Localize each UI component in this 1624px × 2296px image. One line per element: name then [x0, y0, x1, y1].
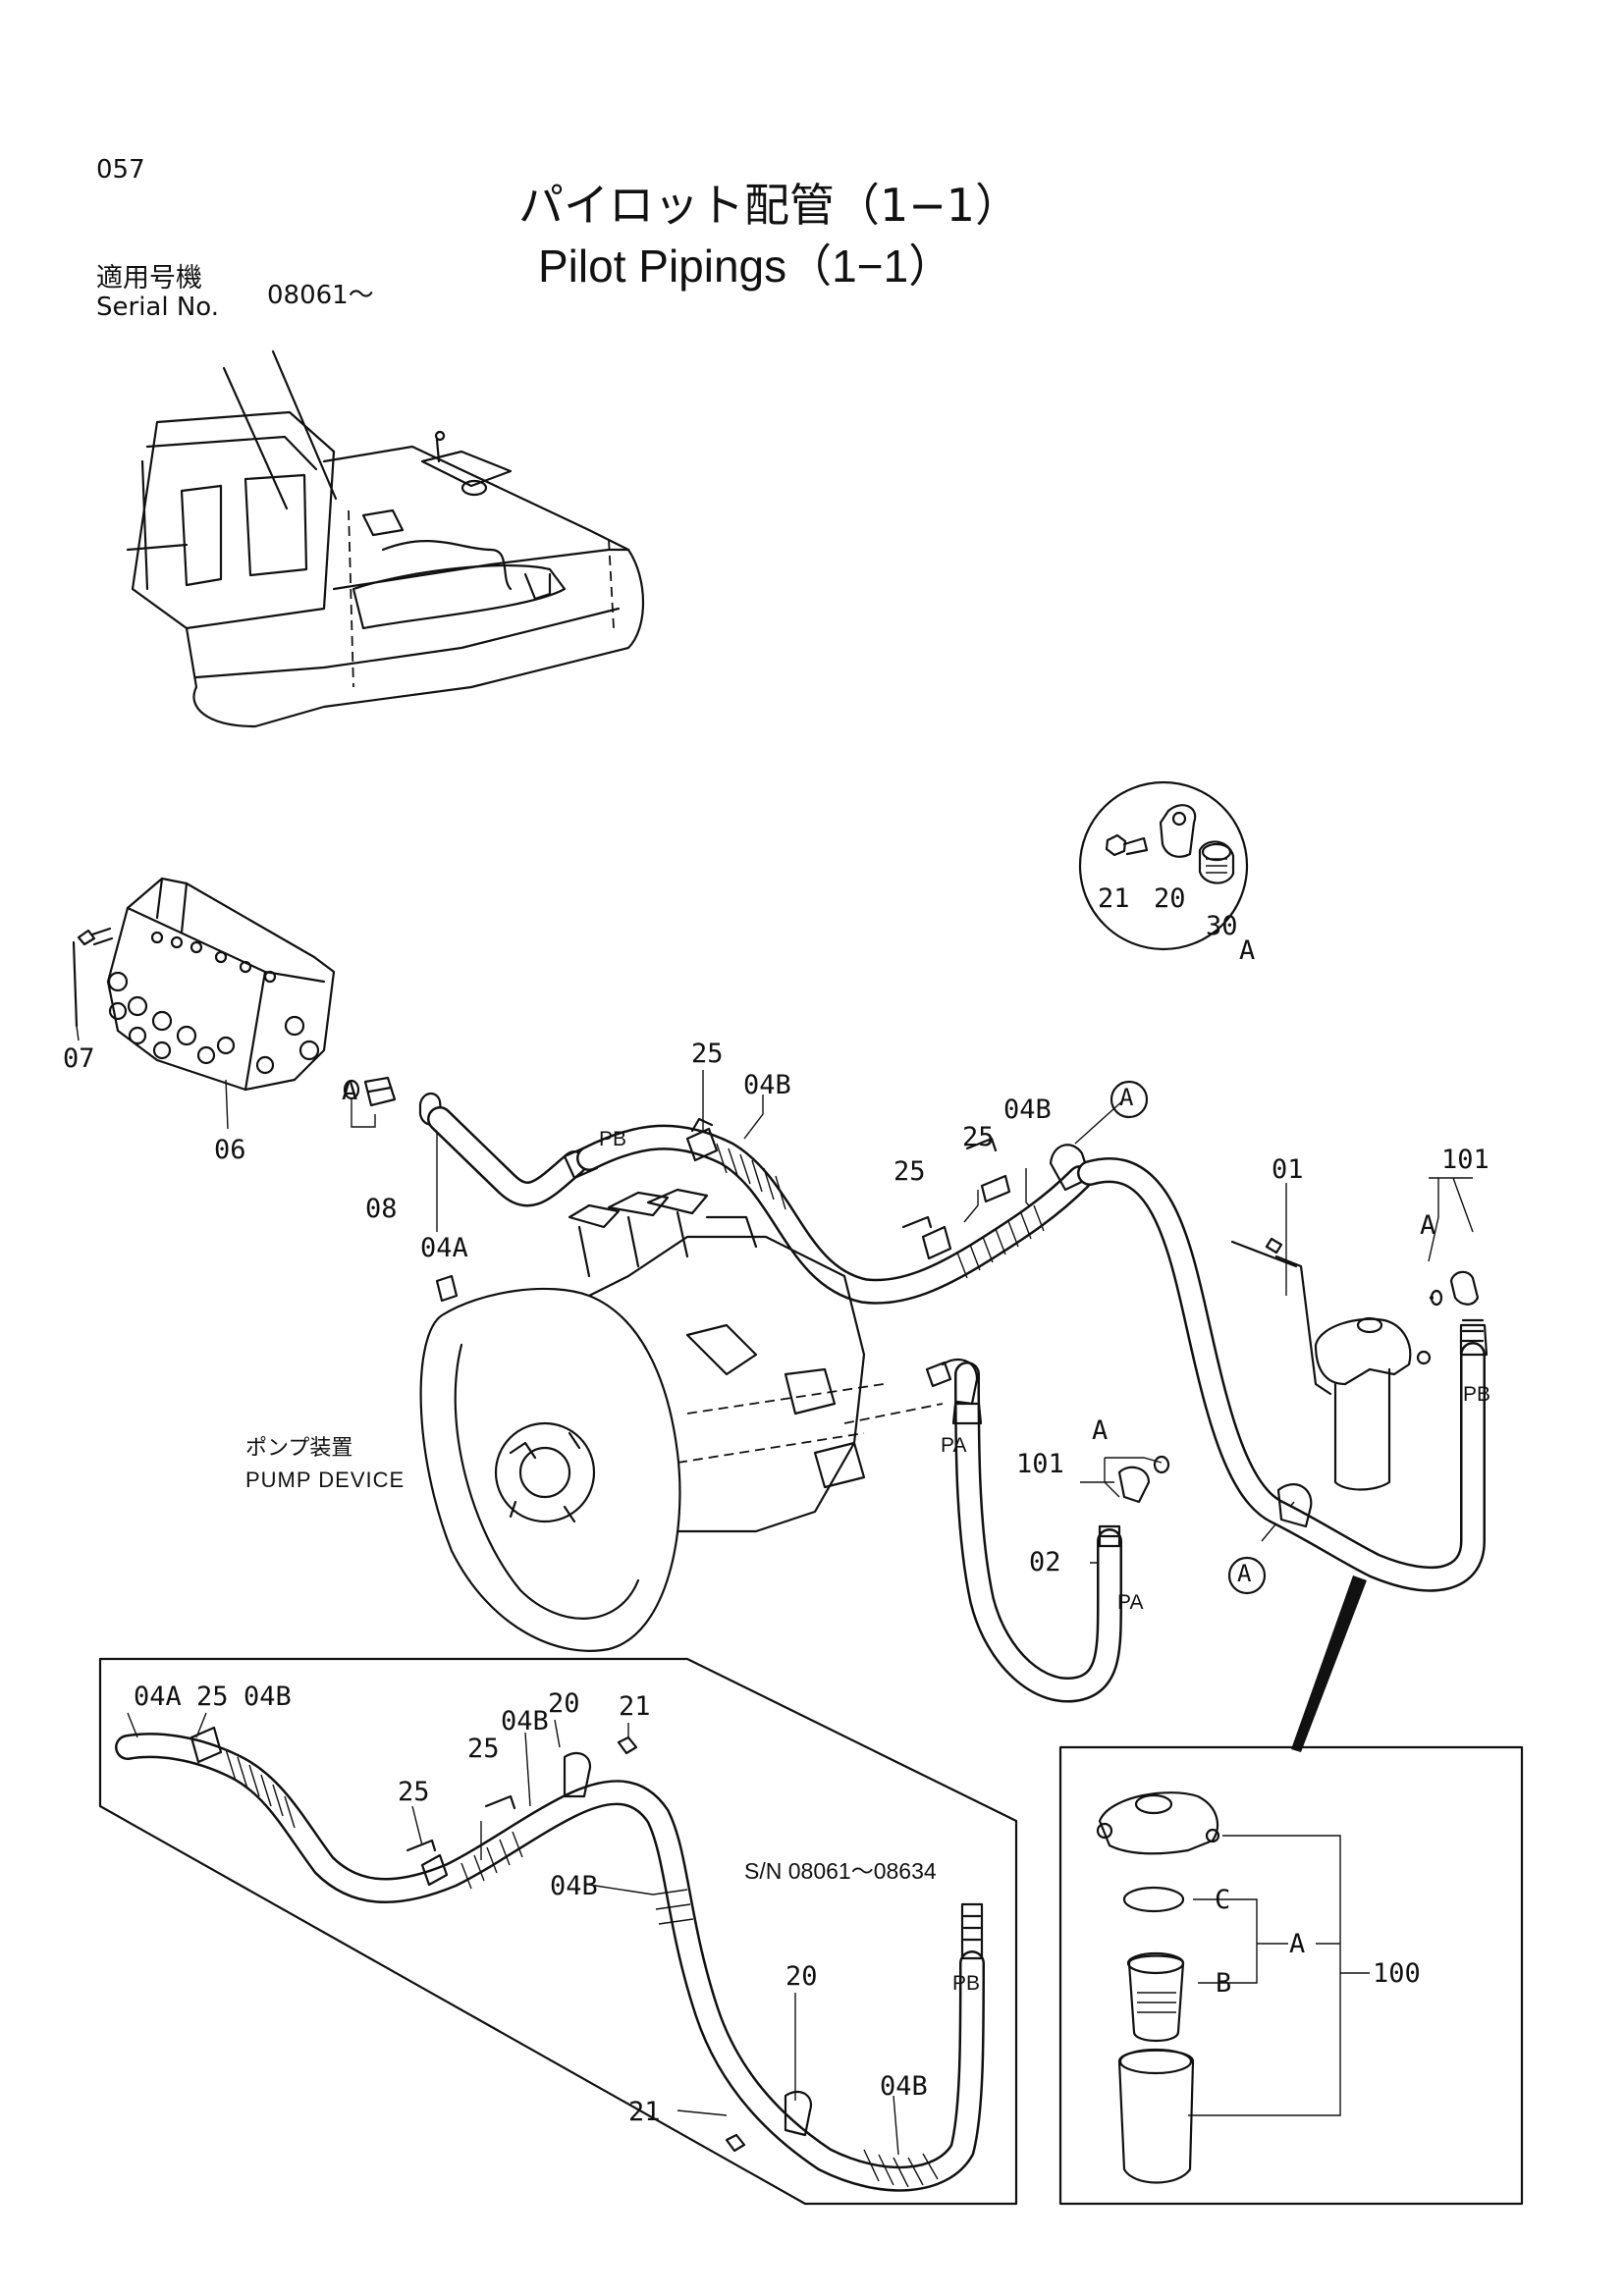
callout-a-circle-top: A [1119, 1084, 1134, 1111]
callout-04b-top: 04B [743, 1070, 791, 1100]
callout-02: 02 [1029, 1547, 1061, 1577]
detail-label-30: 30 [1206, 911, 1238, 941]
callout-pa-lower: PA [1117, 1591, 1144, 1614]
callout-04b-right: 04B [1003, 1095, 1052, 1125]
inset-callout-25-b: 25 [467, 1734, 500, 1764]
detail-a-circle [1078, 780, 1249, 951]
serial-label-japanese: 適用号機 [96, 263, 202, 294]
callout-25-right: 25 [962, 1122, 995, 1152]
hose-to-filter [1077, 1157, 1489, 1592]
filter-label-c: C [1215, 1885, 1231, 1915]
detail-label-20: 20 [1154, 883, 1186, 914]
inset-callout-25-c: 25 [398, 1777, 430, 1807]
control-valve-drawing [72, 877, 336, 1092]
inset-callout-04b-a: 04B [244, 1682, 292, 1712]
callout-25-mid: 25 [893, 1156, 926, 1187]
inset-callout-04b-c: 04B [550, 1871, 598, 1901]
callout-01: 01 [1272, 1154, 1304, 1185]
inset-callout-20-a: 20 [548, 1688, 580, 1719]
pointer-arrow [1291, 1575, 1367, 1752]
callout-25-top: 25 [691, 1039, 724, 1069]
callout-101-bottom: 101 [1016, 1449, 1064, 1479]
inset-callout-04b-b: 04B [501, 1706, 549, 1736]
excavator-overview-drawing [126, 349, 644, 728]
filter-label-a: A [1289, 1929, 1306, 1959]
callout-04a: 04A [420, 1233, 468, 1263]
inset-callout-21-a: 21 [619, 1691, 651, 1722]
detail-label-21: 21 [1098, 883, 1130, 914]
title-japanese: パイロット配管（1−1） [518, 179, 1021, 232]
circled-a-markers [1110, 1080, 1267, 1595]
callout-a-circle-bottom: A [1237, 1560, 1252, 1587]
filter-label-b: B [1216, 1968, 1232, 1999]
callout-08: 08 [365, 1194, 398, 1224]
inset-serial-range: S/N 08061～08634 [744, 1858, 937, 1884]
inset-callout-20-b: 20 [785, 1961, 818, 1992]
serial-value: 08061～ [267, 281, 374, 310]
callout-101-top: 101 [1441, 1145, 1489, 1175]
callout-a-elbow: A [1092, 1415, 1109, 1446]
inset-left-frame [98, 1657, 1018, 2206]
pilot-filter-drawing [1230, 1237, 1480, 1491]
inset-callout-04a: 04A [134, 1682, 182, 1712]
hose-04a [427, 1106, 599, 1207]
inset-callout-pb: PB [952, 1972, 981, 1995]
pump-label-english: PUMP DEVICE [245, 1468, 406, 1492]
title-english: Pilot Pipings（1−1） [538, 240, 954, 292]
inset-callout-21-b: 21 [628, 2097, 661, 2127]
filter-label-100: 100 [1373, 1958, 1421, 1989]
callout-pb-filter: PB [1463, 1383, 1491, 1406]
callout-a-top-right: A [1420, 1210, 1436, 1241]
callout-06: 06 [214, 1135, 246, 1165]
callout-pb-hose: PB [599, 1128, 627, 1150]
serial-label-english: Serial No. [96, 293, 219, 322]
page-number: 057 [96, 155, 145, 185]
inset-callout-04b-d: 04B [880, 2071, 928, 2102]
callout-a-oring: A [342, 1076, 358, 1106]
pump-device-drawing [419, 1188, 944, 1652]
pump-label-japanese: ポンプ装置 [245, 1436, 353, 1461]
callout-07: 07 [63, 1043, 95, 1074]
filter-inset [1058, 1745, 1524, 2206]
hose-04b-main [576, 1117, 1093, 1305]
callout-pa-upper: PA [941, 1434, 967, 1457]
inset-callout-25-a: 25 [196, 1682, 229, 1712]
detail-label-a: A [1239, 935, 1256, 966]
hose-02-pa [925, 1295, 1435, 1703]
